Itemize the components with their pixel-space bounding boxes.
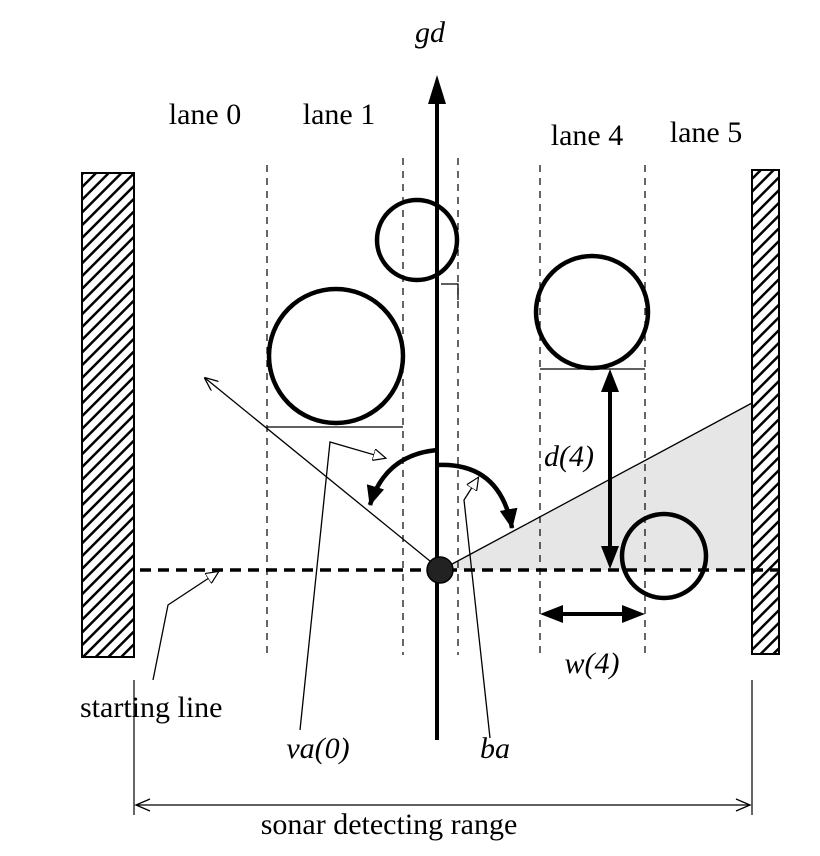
lane-label: lane 4: [551, 119, 623, 152]
obstacle-circle: [533, 253, 651, 371]
starting-line-leader: [152, 572, 218, 681]
width-arrowhead-left: [540, 605, 563, 623]
width-label: w(4): [565, 647, 620, 680]
range-arrowhead-left: [134, 798, 151, 812]
leader-lines: [152, 441, 491, 739]
obstacles: [266, 197, 709, 601]
lane-label: lane 1: [303, 98, 375, 131]
obstacle-circle: [266, 286, 406, 426]
robot-dot: [426, 556, 454, 584]
distance-arrowhead-down: [601, 546, 619, 569]
sector-edge: [440, 402, 753, 571]
distance-arrowhead-up: [601, 369, 619, 392]
right-wall: [751, 169, 780, 655]
lane-label: lane 0: [169, 98, 241, 131]
range-arrowhead-right: [735, 798, 752, 812]
left-wall: [81, 172, 135, 658]
valid-angle-ray: [205, 378, 442, 571]
width-arrowhead-right: [622, 605, 645, 623]
obstacle-circle: [619, 511, 709, 601]
valid-angle-label: va(0): [286, 732, 349, 765]
heading-arrowhead: [428, 75, 446, 104]
bearing-angle-arc: [436, 462, 518, 529]
valid-angle-arc: [366, 447, 438, 506]
bearing-angle-leader: [463, 478, 491, 739]
obstacle-baselines: [267, 283, 645, 428]
obstacle-circle: [374, 197, 460, 283]
valid-angle-leader: [299, 441, 385, 731]
distance-label: d(4): [544, 440, 594, 473]
range-label: sonar detecting range: [261, 808, 518, 841]
obstacle-baseline: [441, 283, 459, 300]
bearing-angle-label: ba: [480, 732, 510, 765]
heading-label: gd: [415, 16, 446, 49]
lane-label: lane 5: [670, 116, 742, 149]
starting-line-label: starting line: [80, 691, 222, 724]
